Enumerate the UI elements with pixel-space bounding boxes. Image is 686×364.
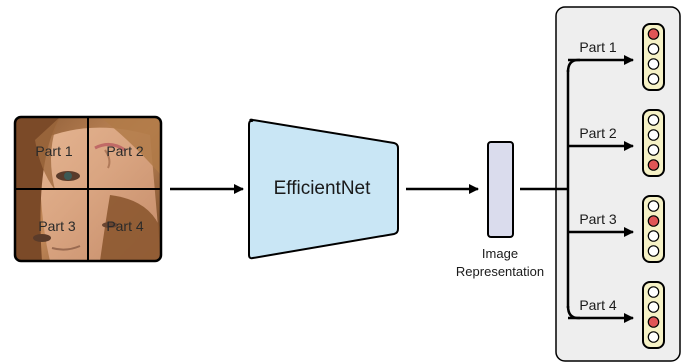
encoder-shape: [248, 118, 399, 260]
encoder-label: EfficientNet: [274, 178, 372, 199]
head-vector-cell-active: [647, 316, 660, 328]
head-vector-cell: [647, 144, 660, 156]
head-vector-cell: [647, 114, 660, 126]
output-heads-panel: [555, 6, 681, 362]
representation-bar: [487, 141, 514, 238]
image-representation: Image Representation: [456, 141, 544, 279]
face-image-grid: Part 1 Part 2 Part 3 Part 4: [13, 115, 163, 263]
head-vector-4: [642, 281, 665, 349]
grid-part-1-label: Part 1: [35, 143, 73, 159]
head-vector-cell-active: [647, 159, 660, 171]
efficientnet-encoder: EfficientNet: [248, 118, 399, 260]
head-vector-cell: [647, 129, 660, 141]
head-vector-cell: [647, 58, 660, 70]
head-vector-2: [642, 109, 665, 177]
head-part-4-label: Part 4: [579, 297, 617, 313]
head-vector-cell: [647, 245, 660, 257]
head-vector-cell: [647, 230, 660, 242]
representation-label-line2: Representation: [456, 264, 544, 279]
head-vector-cell: [647, 43, 660, 55]
head-vector-1: [642, 23, 665, 91]
head-vector-cell: [647, 200, 660, 212]
grid-frame: [13, 115, 163, 263]
grid-part-3-label: Part 3: [38, 218, 76, 234]
head-vector-3: [642, 195, 665, 263]
representation-label-line1: Image: [482, 246, 518, 261]
head-vector-cell: [647, 286, 660, 298]
output-heads: Part 1 Part 2 Part 3 Part 4: [568, 23, 665, 349]
grid-part-4-label: Part 4: [106, 218, 144, 234]
head-vector-cell: [647, 301, 660, 313]
head-part-2-label: Part 2: [579, 125, 617, 141]
grid-part-2-label: Part 2: [106, 143, 144, 159]
head-vector-cell-active: [647, 28, 660, 40]
head-vector-cell-active: [647, 215, 660, 227]
head-part-1-label: Part 1: [579, 39, 617, 55]
head-vector-cell: [647, 73, 660, 85]
head-vector-cell: [647, 331, 660, 343]
head-part-3-label: Part 3: [579, 211, 617, 227]
